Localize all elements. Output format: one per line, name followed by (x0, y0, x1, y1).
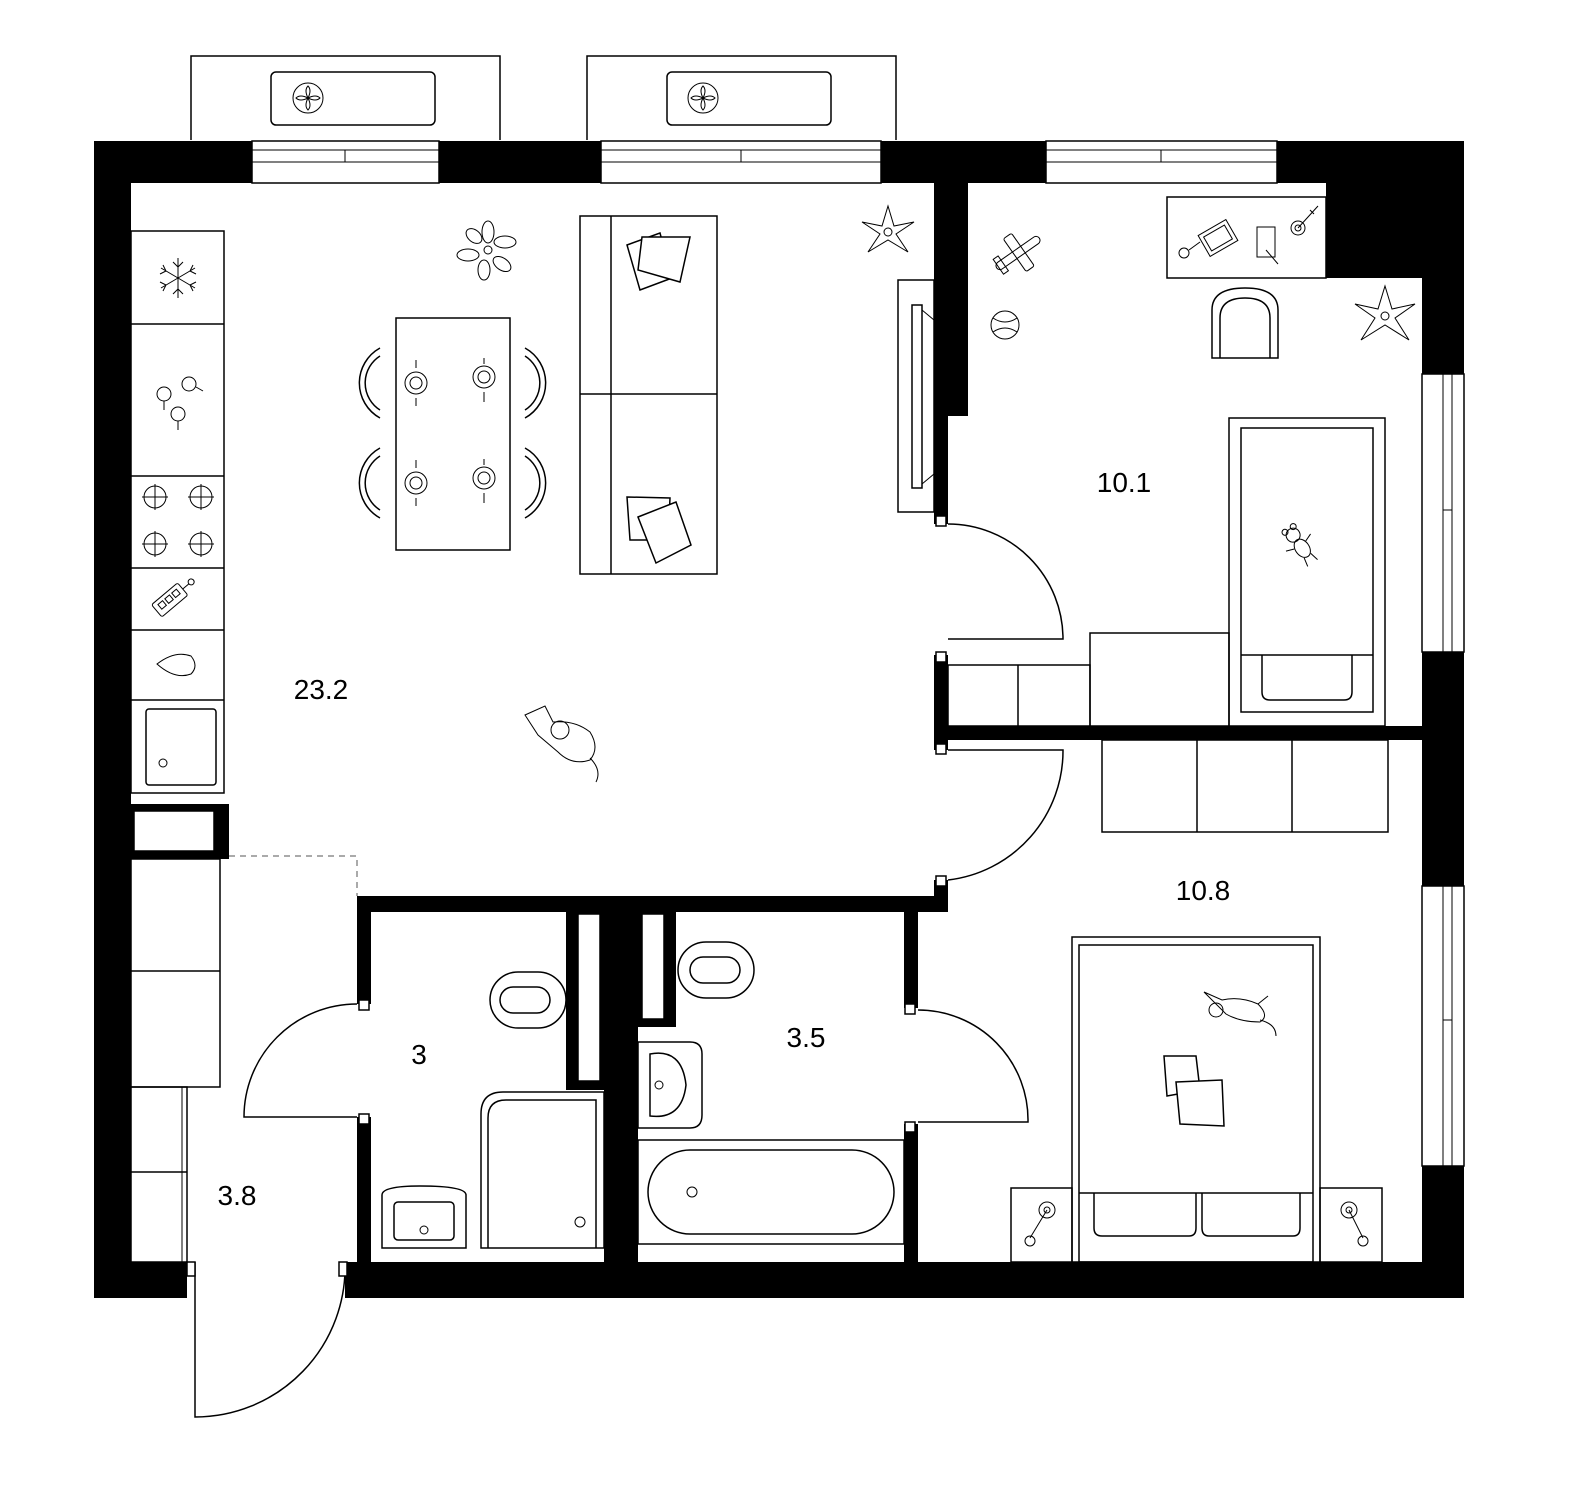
laptop-icon (1197, 218, 1239, 258)
kids-wardrobe (947, 632, 1230, 727)
plate-icon (404, 460, 428, 506)
notebook-icon (1256, 226, 1276, 258)
kitchen-units (130, 230, 225, 794)
star-plant-icon (1354, 284, 1416, 341)
area-label-living-kitchen: 23.2 (294, 674, 349, 705)
desk (1166, 196, 1327, 279)
teddy-bear-icon (1281, 523, 1318, 567)
kids-bed (1228, 417, 1386, 727)
tv-unit (897, 279, 935, 513)
dining-set (358, 317, 547, 551)
nightstand-left (1010, 1187, 1073, 1263)
ac-unit-icon (687, 82, 719, 114)
area-label-hallway: 3.8 (218, 1180, 257, 1211)
hallway-wardrobe (130, 858, 221, 1263)
desk-chair (1211, 287, 1279, 359)
plant-icon (456, 220, 517, 281)
pans-icon (156, 376, 204, 430)
washbasin (381, 1185, 467, 1249)
zone-boundary (229, 855, 358, 896)
bathtub (637, 1139, 905, 1245)
double-bed (1071, 936, 1321, 1263)
snowflake-icon (159, 258, 197, 298)
ac-unit-icon (292, 82, 324, 114)
cat-icon (524, 705, 599, 783)
washbasin (637, 1041, 703, 1129)
sink (145, 708, 217, 786)
nightstand-right (1319, 1187, 1383, 1263)
lamp-icon (1038, 1201, 1056, 1219)
toy-plane-icon (992, 233, 1041, 275)
cushion-icon (637, 501, 692, 565)
lamp-icon (1340, 1201, 1358, 1219)
exterior-walls (94, 141, 1464, 1298)
area-label-bedroom: 10.8 (1176, 875, 1231, 906)
ball-icon (990, 310, 1020, 340)
sofa (579, 215, 718, 575)
cushion-icon (1175, 1079, 1225, 1127)
lamp-icon (1178, 247, 1190, 259)
shower (480, 1091, 605, 1249)
area-label-toilet: 3 (411, 1039, 427, 1070)
balcony-middle (586, 55, 897, 140)
plate-icon (472, 459, 496, 503)
cushion-icon (637, 236, 691, 283)
drop-icon (156, 653, 196, 677)
lamp-icon (1290, 205, 1319, 236)
windows (251, 140, 1465, 1167)
plate-icon (404, 360, 428, 406)
stove-icon (142, 484, 214, 557)
balcony-left (190, 55, 501, 140)
star-plant-icon (861, 204, 915, 253)
area-label-bathroom: 3.5 (787, 1022, 826, 1053)
area-label-kids-room: 10.1 (1097, 467, 1152, 498)
interior-walls (131, 183, 1422, 1262)
bedroom-wardrobe (1101, 739, 1389, 833)
doors (186, 515, 1064, 1418)
plate-icon (472, 358, 496, 402)
toilet (489, 971, 567, 1029)
cutting-board-icon (151, 578, 195, 617)
cat-icon (1203, 991, 1277, 1037)
toilet (677, 941, 755, 999)
